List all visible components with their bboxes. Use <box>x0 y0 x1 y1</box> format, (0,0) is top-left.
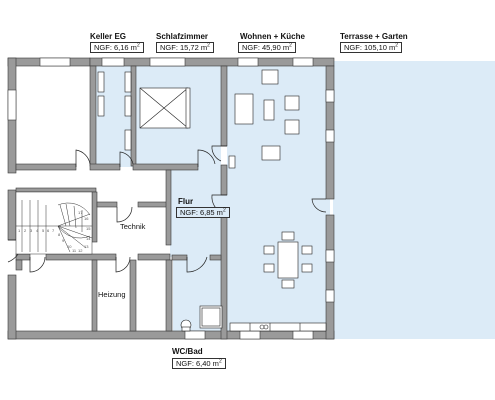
wcbad-label: WC/Bad <box>172 347 203 356</box>
wohnen-label: Wohnen + Küche <box>240 32 305 41</box>
terrasse-area-sup: 2 <box>395 42 399 49</box>
wohnen-area-sup: 2 <box>289 42 292 49</box>
flur-area-text: NGF: 6,85 m <box>180 208 223 217</box>
stair-step-number: 9 <box>62 238 65 243</box>
stair-step-number: 14 <box>86 236 91 241</box>
schlafzimmer-area-sup: 2 <box>207 42 210 49</box>
stair-step-number: 4 <box>36 228 39 233</box>
stair-step-number: 7 <box>52 228 55 233</box>
stair-step-number: 11 <box>72 248 77 253</box>
stair-step-number: 10 <box>67 244 72 249</box>
terrasse-label: Terrasse + Garten <box>340 32 408 41</box>
windows <box>7 57 335 340</box>
stair-step-number: 6 <box>47 228 50 233</box>
wohnen-area-text: NGF: 45,90 m <box>242 43 290 52</box>
flur-label: Flur <box>178 197 194 206</box>
keller-label: Keller EG <box>90 32 127 41</box>
wcbad-area-text: NGF: 6,40 m <box>176 359 219 368</box>
terrasse-area-text: NGF: 105,10 m <box>344 43 396 52</box>
technik-label: Technik <box>120 222 146 231</box>
bed <box>139 87 191 129</box>
stair-step-number: 13 <box>84 244 89 249</box>
terrasse-area-badge: NGF: 105,10 m2 <box>340 42 403 53</box>
terrace-area <box>333 61 495 339</box>
living-furniture <box>228 69 327 332</box>
heizung-label: Heizung <box>98 290 126 299</box>
wohnen-area-badge: NGF: 45,90 m2 <box>238 42 296 53</box>
keller-area-badge: NGF: 6,16 m2 <box>90 42 144 53</box>
door-swings <box>7 145 327 273</box>
stair-step-number: 17 <box>78 210 83 215</box>
keller-area-text: NGF: 6,16 m <box>94 43 137 52</box>
stair-step-number: 3 <box>30 228 33 233</box>
stair-step-number: 12 <box>78 248 83 253</box>
schlafzimmer-area-badge: NGF: 15,72 m2 <box>156 42 214 53</box>
schlafzimmer-area-text: NGF: 15,72 m <box>160 43 208 52</box>
flur-area-sup: 2 <box>222 207 226 214</box>
stair-step-number: 2 <box>24 228 27 233</box>
stair-step-number: 8 <box>58 232 61 237</box>
wcbad-area-badge: NGF: 6,40 m2 <box>172 358 226 369</box>
flur-area-badge: NGF: 6,85 m2 <box>176 207 230 218</box>
schlafzimmer-label: Schlafzimmer <box>156 32 209 41</box>
keller-shelves <box>97 71 132 151</box>
stair-step-number: 1 <box>18 228 21 233</box>
bathroom-fixtures <box>180 305 223 332</box>
stair-step-number: 16 <box>84 216 89 221</box>
staircase <box>15 191 93 255</box>
wcbad-area-sup: 2 <box>218 358 222 365</box>
stair-step-number: 5 <box>42 228 45 233</box>
keller-area-sup: 2 <box>136 42 140 49</box>
stair-step-number: 15 <box>86 226 91 231</box>
